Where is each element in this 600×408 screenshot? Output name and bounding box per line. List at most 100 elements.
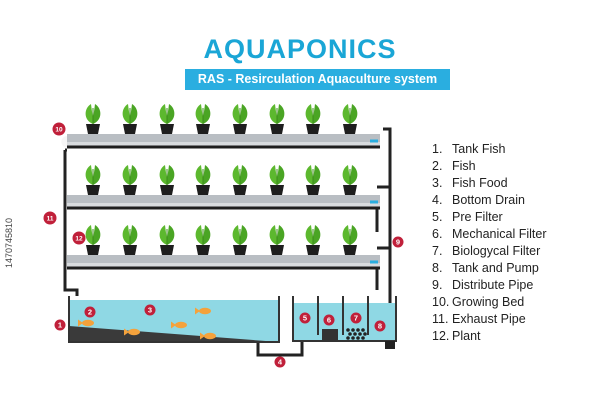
plant-pot	[306, 124, 320, 134]
plant-leaf	[85, 225, 93, 245]
legend-label: Biologycal Filter	[452, 244, 541, 258]
plant-leaf	[122, 225, 130, 245]
growing-bed	[67, 134, 380, 147]
exhaust-pipe	[63, 150, 79, 296]
plant-leaf	[203, 104, 211, 124]
marker-number: 9	[396, 238, 400, 247]
plant	[159, 165, 175, 195]
plant-leaf	[277, 225, 285, 245]
plant-pot	[233, 245, 247, 255]
plant-pot	[160, 245, 174, 255]
filter-media-ball	[348, 332, 352, 336]
plant	[269, 104, 285, 134]
plant	[195, 225, 211, 255]
plant-pot	[123, 124, 137, 134]
marker-number: 4	[278, 358, 283, 367]
growing-beds	[67, 134, 380, 270]
legend-number: 10.	[432, 295, 450, 309]
biological-filter-media	[346, 328, 367, 340]
filter-media-ball	[363, 332, 367, 336]
fish-tail	[78, 319, 83, 327]
plant-pot	[196, 124, 210, 134]
marker-number: 7	[354, 314, 358, 323]
tanks	[68, 296, 397, 349]
legend-label: Pre Filter	[452, 210, 503, 224]
fish	[195, 307, 211, 315]
plant-leaf	[305, 165, 313, 185]
plant-leaf	[305, 104, 313, 124]
legend-item: 7.Biologycal Filter	[432, 243, 546, 260]
plant-leaf	[313, 165, 321, 185]
plant-leaf	[232, 165, 240, 185]
marker-circle	[374, 320, 386, 332]
plant-pot	[270, 124, 284, 134]
marker-circle	[323, 314, 335, 326]
plant	[232, 225, 248, 255]
plant	[232, 165, 248, 195]
plant-leaf	[277, 104, 285, 124]
plant-leaf	[342, 104, 350, 124]
plant-leaf	[85, 165, 93, 185]
marker-circle	[52, 122, 66, 136]
plant	[122, 225, 138, 255]
legend-item: 9.Distribute Pipe	[432, 277, 546, 294]
filter-media-ball	[351, 328, 355, 332]
fish	[171, 321, 187, 329]
stock-id: 1470745810	[4, 217, 14, 268]
filter-media-ball	[361, 336, 365, 340]
fish	[200, 332, 216, 340]
mechanical-filter-mesh	[322, 329, 338, 341]
legend-label: Mechanical Filter	[452, 227, 547, 241]
plant-pot	[343, 185, 357, 195]
growing-bed-shine	[67, 263, 380, 268]
legend-item: 2.Fish	[432, 158, 546, 175]
fish	[78, 307, 216, 340]
plant-leaf	[130, 104, 138, 124]
plant-leaf	[130, 165, 138, 185]
fish-tail	[200, 332, 205, 340]
marker-circle	[72, 231, 86, 245]
legend-item: 11.Exhaust Pipe	[432, 311, 546, 328]
distribute-pipe	[383, 127, 392, 348]
plant-pot	[196, 245, 210, 255]
plant-leaf	[93, 104, 101, 124]
filter-media-ball	[353, 332, 357, 336]
plant-leaf	[313, 104, 321, 124]
filter-media-ball	[346, 336, 350, 340]
legend-label: Bottom Drain	[452, 193, 525, 207]
legend-item: 12.Plant	[432, 328, 546, 345]
growing-bed-shine	[67, 142, 380, 147]
plant-leaf	[342, 165, 350, 185]
fish-tank-wall	[68, 296, 280, 343]
plant-leaf	[240, 225, 248, 245]
plant	[232, 104, 248, 134]
marker-number: 6	[327, 316, 331, 325]
plant-pot	[160, 124, 174, 134]
legend-number: 12.	[432, 329, 450, 343]
legend-item: 8.Tank and Pump	[432, 260, 546, 277]
plant	[85, 165, 101, 195]
marker-circle	[299, 312, 311, 324]
plants	[85, 104, 358, 255]
plant	[342, 165, 358, 195]
filter-media-ball	[356, 336, 360, 340]
plant-leaf	[240, 165, 248, 185]
plant-pot	[86, 124, 100, 134]
plant-leaf	[85, 104, 93, 124]
legend-item: 6.Mechanical Filter	[432, 226, 546, 243]
fish-body	[204, 332, 216, 340]
marker-number: 5	[303, 314, 307, 323]
marker-circle	[43, 211, 57, 225]
plant-leaf	[350, 104, 358, 124]
fish-body	[175, 321, 187, 329]
legend-number: 9.	[432, 278, 443, 292]
legend-label: Tank and Pump	[452, 261, 539, 275]
page-title: AQUAPONICS	[203, 34, 397, 64]
fish-tail	[171, 321, 176, 329]
plant	[85, 225, 101, 255]
plant-leaf	[350, 165, 358, 185]
plant	[122, 104, 138, 134]
plant-pot	[233, 124, 247, 134]
